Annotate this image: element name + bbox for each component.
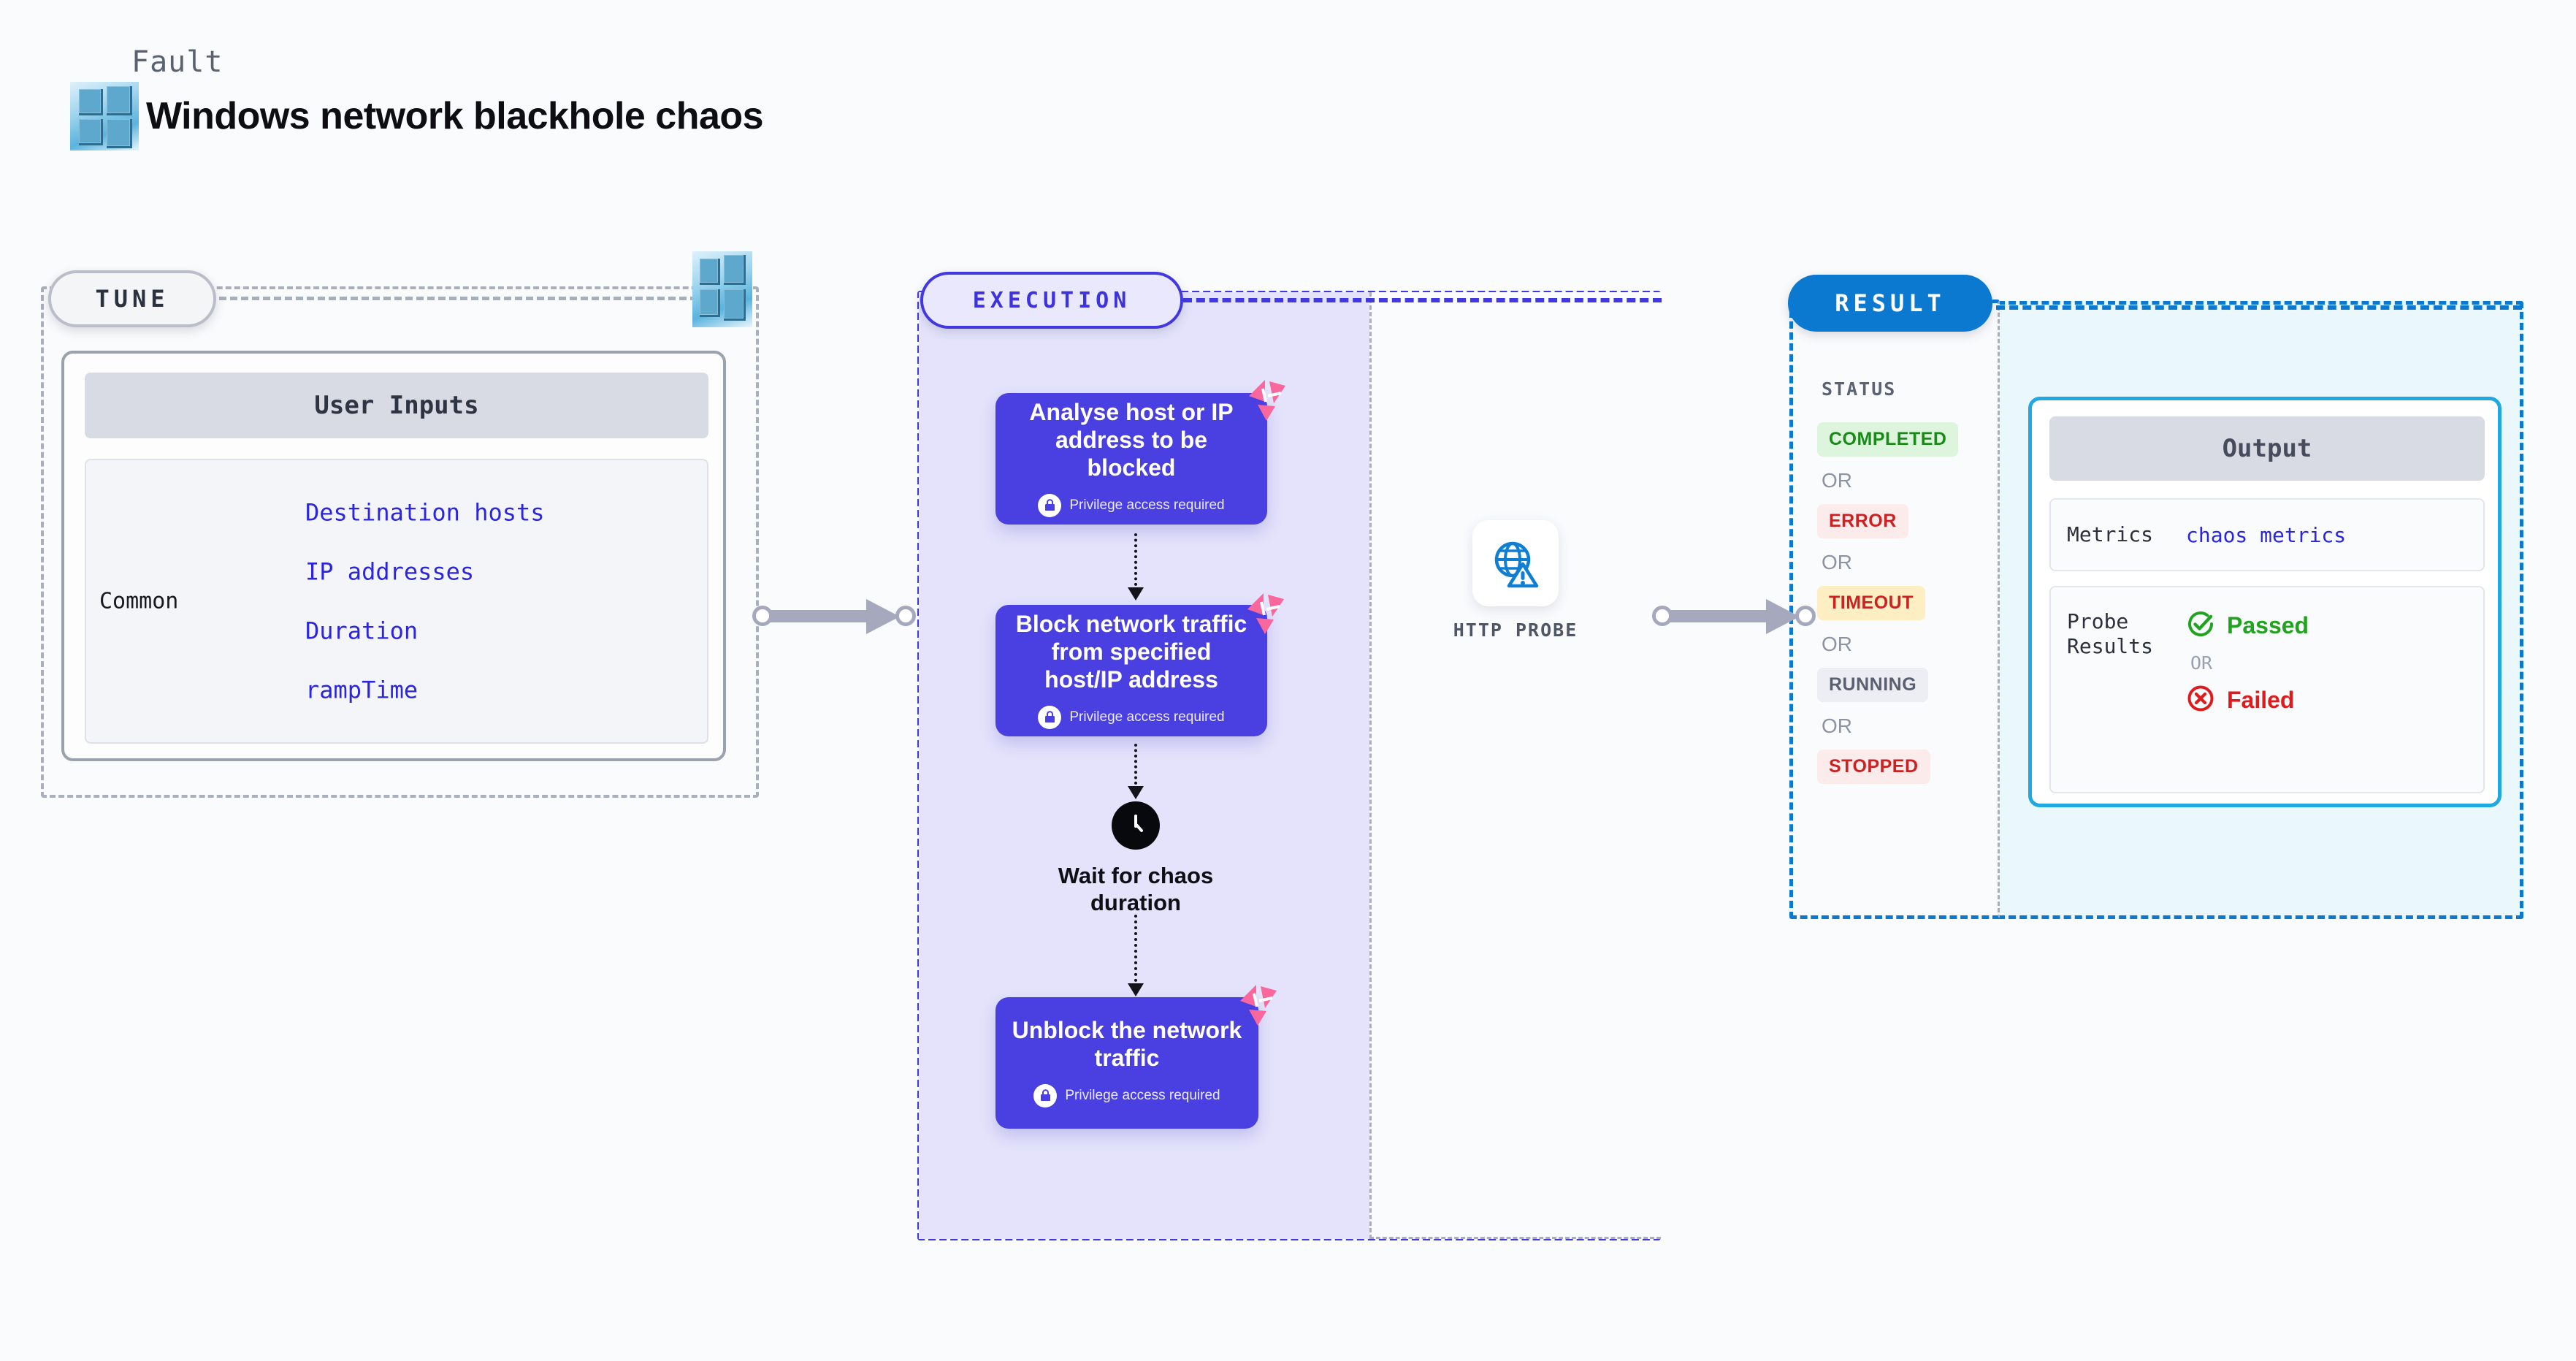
probe-failed-label: Failed	[2227, 687, 2295, 713]
flow-arrow-execution-to-result	[1652, 599, 1819, 634]
check-circle-icon	[2186, 609, 2215, 642]
lock-icon	[1033, 1083, 1058, 1108]
or-separator: OR	[1822, 469, 1852, 492]
execution-node-title: Analyse host or IP address to be blocked	[1029, 399, 1234, 481]
status-badge[interactable]: ERROR	[1817, 504, 1908, 538]
status-badge-list: COMPLETED OR ERROR OR TIMEOUT OR RUNNING…	[1817, 422, 1992, 784]
privilege-text: Privilege access required	[1069, 709, 1225, 725]
execution-connector-line	[1183, 298, 1662, 302]
user-inputs-body: Common Destination hosts IP addresses Du…	[85, 459, 708, 744]
execution-node-title: Unblock the network traffic	[1012, 1017, 1242, 1071]
probe-results-key: Probe Results	[2067, 609, 2154, 659]
common-group-label: Common	[99, 588, 179, 614]
clock-icon	[1112, 801, 1160, 850]
lock-icon	[1038, 705, 1062, 729]
litmus-logo-icon	[1234, 985, 1283, 1027]
privilege-row: Privilege access required	[1033, 1083, 1220, 1108]
execution-node-block[interactable]: Block network traffic from specified hos…	[995, 605, 1267, 736]
result-section-pill[interactable]: RESULT	[1788, 275, 1992, 332]
result-connector-line	[1996, 305, 2522, 310]
probes-section	[1369, 292, 1661, 1239]
user-inputs-header: User Inputs	[85, 373, 708, 438]
probe-passed-label: Passed	[2227, 612, 2309, 638]
lock-icon	[1038, 493, 1062, 517]
status-badge[interactable]: STOPPED	[1817, 750, 1930, 784]
output-probe-results-row: Probe Results Passed OR	[2049, 586, 2485, 793]
parameter-list: Destination hosts IP addresses Duration …	[305, 499, 545, 704]
probe-result-failed: Failed	[2186, 684, 2309, 717]
metrics-key: Metrics	[2067, 522, 2154, 546]
user-inputs-card: User Inputs Common Destination hosts IP …	[61, 351, 726, 761]
flow-arrow-tune-to-execution	[752, 599, 919, 634]
wait-for-chaos-duration-label: Wait for chaos duration	[1058, 863, 1214, 916]
or-separator: OR	[1822, 633, 1852, 655]
metrics-value-link[interactable]: chaos metrics	[2186, 522, 2347, 547]
execution-arrow-2	[1115, 744, 1156, 799]
page-title: Windows network blackhole chaos	[146, 95, 764, 137]
param-destination-hosts[interactable]: Destination hosts	[305, 498, 545, 527]
litmus-logo-icon	[1243, 380, 1291, 422]
probe-item-caption: HTTP PROBE	[1453, 619, 1578, 641]
privilege-row: Privilege access required	[1038, 493, 1225, 517]
privilege-text: Privilege access required	[1069, 497, 1225, 513]
probe-item-http[interactable]: HTTP PROBE	[1451, 520, 1580, 641]
execution-arrow-3	[1115, 915, 1156, 996]
tune-section-pill[interactable]: TUNE	[48, 270, 216, 327]
status-badge[interactable]: TIMEOUT	[1817, 586, 1925, 620]
execution-node-analyse[interactable]: Analyse host or IP address to be blocked…	[995, 393, 1267, 525]
status-badge[interactable]: RUNNING	[1817, 668, 1929, 702]
param-ip-addresses[interactable]: IP addresses	[305, 557, 475, 586]
page-header: Fault Windows network blackhole chaos	[70, 45, 764, 150]
status-column-label: STATUS	[1822, 378, 1897, 400]
or-separator: OR	[1822, 714, 1852, 737]
output-metrics-row: Metrics chaos metrics	[2049, 498, 2485, 571]
privilege-row: Privilege access required	[1038, 705, 1225, 729]
fault-kicker: Fault	[131, 45, 223, 79]
globe-warning-icon	[1472, 520, 1559, 606]
execution-arrow-1	[1115, 533, 1156, 601]
execution-section-pill[interactable]: EXECUTION	[920, 272, 1183, 329]
execution-node-title: Block network traffic from specified hos…	[1015, 611, 1247, 693]
output-card: Output Metrics chaos metrics Probe Resul…	[2028, 397, 2502, 807]
param-duration[interactable]: Duration	[305, 617, 418, 645]
x-circle-icon	[2186, 684, 2215, 717]
param-ramptime[interactable]: rampTime	[305, 676, 418, 704]
output-card-header: Output	[2049, 416, 2485, 481]
litmus-logo-icon	[1242, 593, 1290, 636]
tune-connector-line	[219, 297, 708, 300]
windows-logo-icon	[692, 251, 752, 327]
status-badge[interactable]: COMPLETED	[1817, 422, 1959, 457]
probe-result-passed: Passed	[2186, 609, 2309, 642]
or-separator: OR	[2190, 652, 2213, 674]
probe-results-values: Passed OR Failed	[2186, 609, 2309, 717]
privilege-text: Privilege access required	[1065, 1087, 1220, 1103]
windows-logo-icon	[70, 82, 139, 150]
execution-node-unblock[interactable]: Unblock the network traffic Privilege ac…	[995, 997, 1258, 1129]
tune-section	[41, 286, 759, 798]
or-separator: OR	[1822, 551, 1852, 573]
